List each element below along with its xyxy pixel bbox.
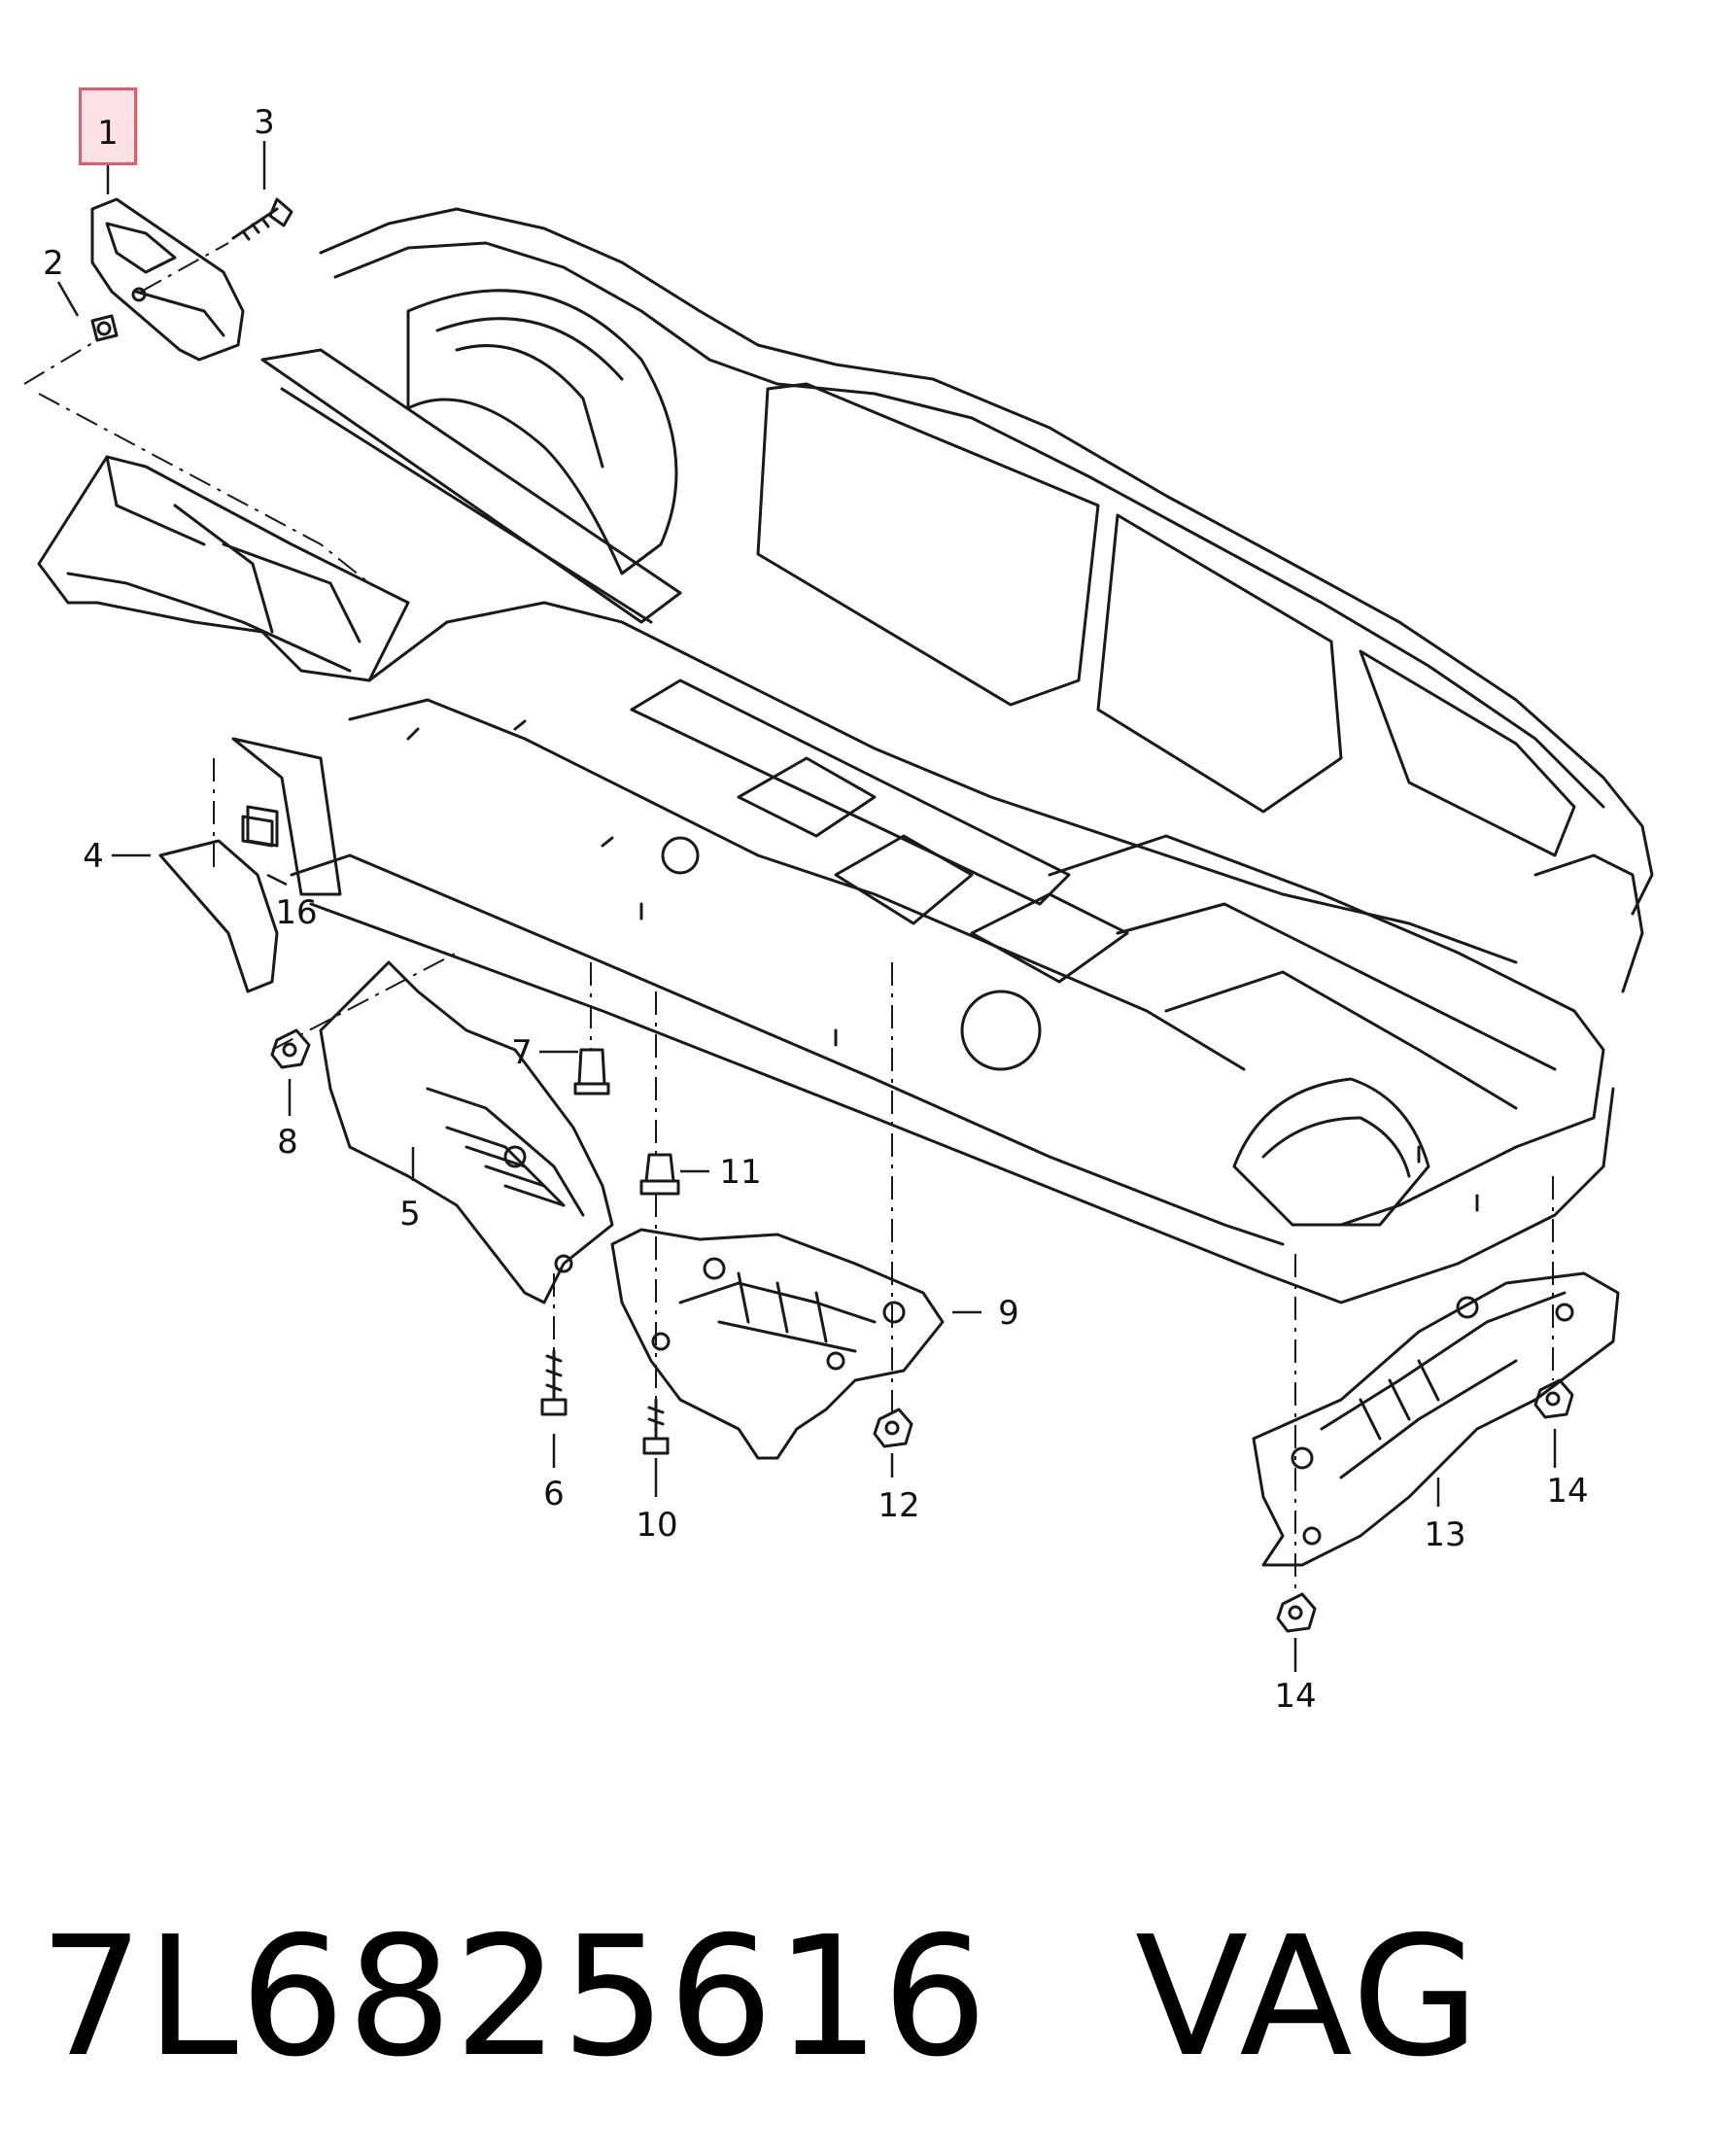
label-part-4[interactable]: 4 (83, 837, 104, 876)
part-6-screw (540, 1349, 568, 1416)
part-8-nut (270, 1028, 311, 1069)
brand-name: VAG (1135, 1901, 1482, 2094)
part-2-clip (90, 314, 119, 342)
part-9-underbody-panel (610, 1228, 945, 1460)
highlight-box (79, 87, 137, 165)
part-13-rear-underbody-panel (1252, 1271, 1620, 1567)
part-4-bracket (158, 839, 279, 993)
part-number: 7L6825616 (39, 1901, 989, 2094)
label-part-9[interactable]: 9 (998, 1294, 1019, 1333)
caption: 7L6825616 VAG (39, 1900, 1481, 2095)
leader-2 (56, 281, 80, 317)
label-part-10[interactable]: 10 (636, 1506, 677, 1545)
label-part-5[interactable]: 5 (399, 1195, 421, 1234)
part-10-screw (642, 1398, 670, 1455)
part-5-underbody-panel (319, 960, 614, 1304)
label-part-14-right[interactable]: 14 (1546, 1472, 1588, 1511)
vehicle-body-shell (37, 207, 1654, 1304)
label-part-1[interactable]: 1 (97, 114, 119, 153)
label-part-14-lower[interactable]: 14 (1274, 1677, 1316, 1716)
part-11-clip (639, 1153, 680, 1196)
part-3-screw (231, 197, 293, 241)
label-part-2[interactable]: 2 (43, 244, 64, 283)
exploded-parts-diagram: 1 2 3 4 5 6 7 8 9 10 11 12 13 14 14 16 (23, 103, 1654, 1716)
part-7-bolt (573, 1048, 610, 1095)
part-14-nut-right (1533, 1378, 1574, 1419)
part-16-pad (246, 805, 279, 848)
label-part-13[interactable]: 13 (1424, 1515, 1465, 1554)
label-part-11[interactable]: 11 (719, 1153, 761, 1192)
part-12-nut (873, 1408, 913, 1448)
label-part-6[interactable]: 6 (543, 1475, 565, 1513)
label-part-3[interactable]: 3 (254, 103, 275, 142)
part-14-nut-lower (1276, 1592, 1317, 1633)
label-part-16[interactable]: 16 (275, 893, 317, 932)
part-1-shield (90, 197, 245, 362)
label-part-12[interactable]: 12 (878, 1486, 919, 1525)
label-part-7[interactable]: 7 (511, 1033, 533, 1072)
label-part-8[interactable]: 8 (277, 1123, 298, 1162)
leader-16 (266, 873, 288, 887)
